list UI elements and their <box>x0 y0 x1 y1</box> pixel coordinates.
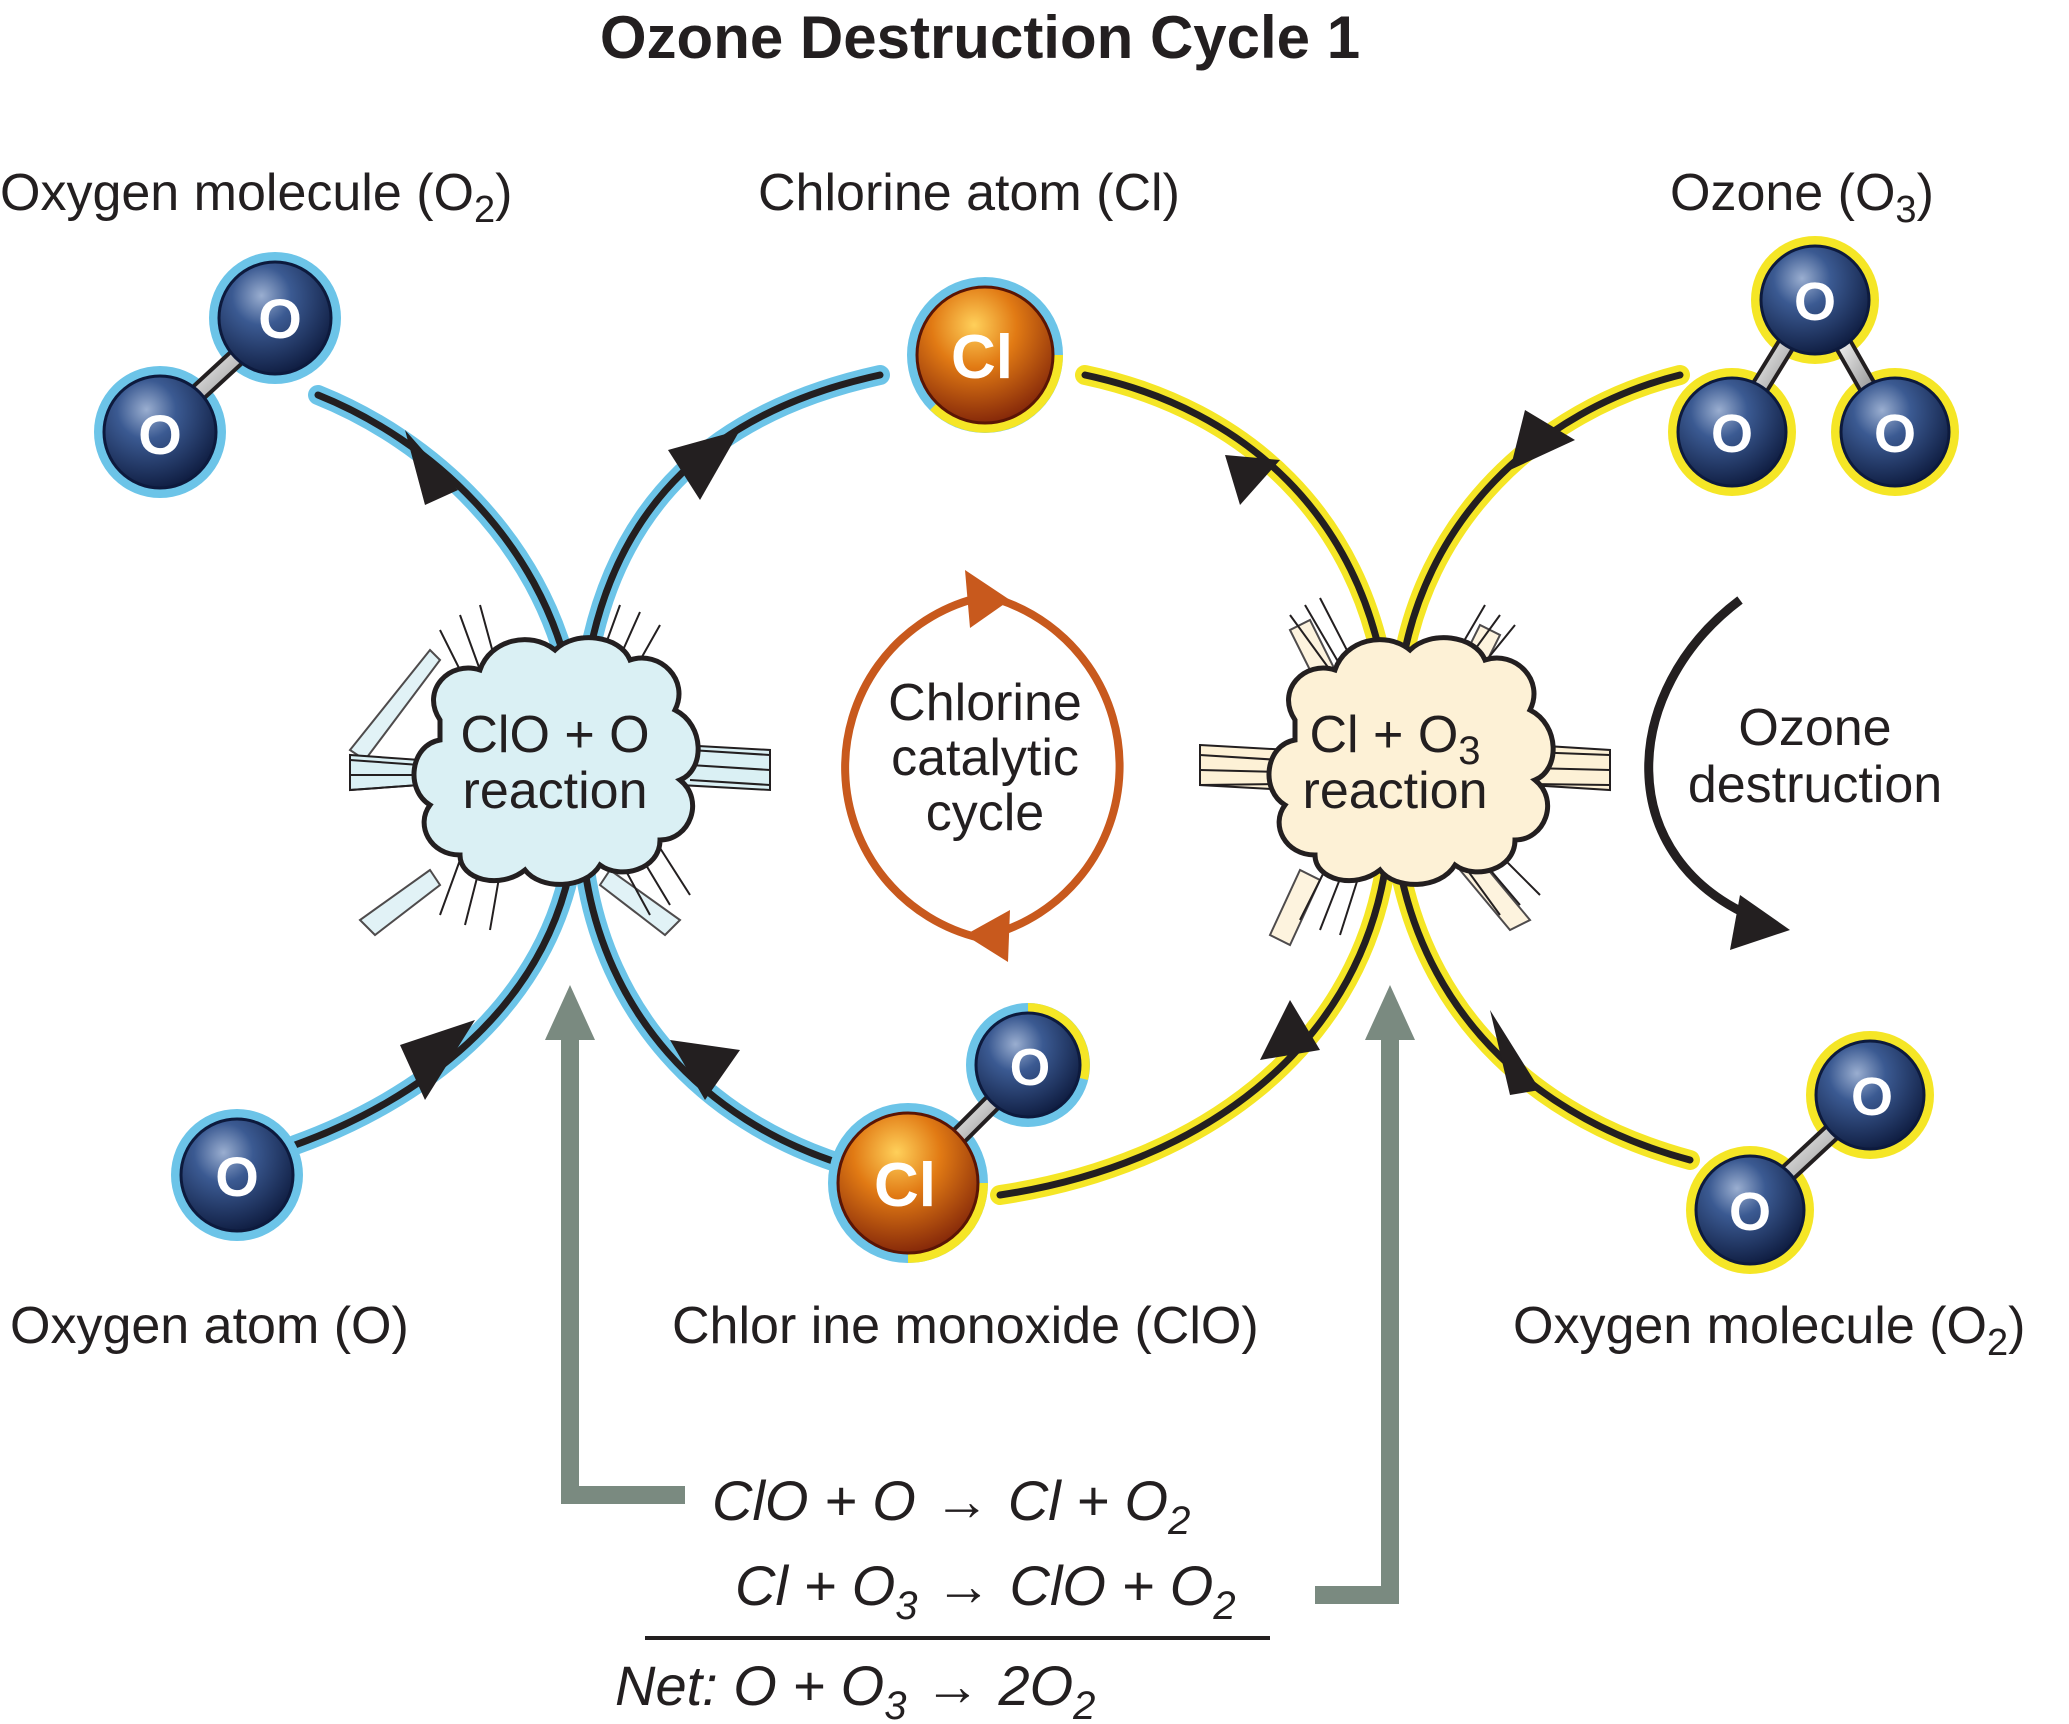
molecule-chlorine-monoxide: O Cl <box>828 1003 1090 1263</box>
cycle-line3: cycle <box>926 784 1044 842</box>
atom-chlorine-top: Cl <box>907 277 1063 433</box>
label-ozone: Ozone (O3) <box>1670 164 1934 231</box>
arrowhead-to-cl-top <box>668 430 740 500</box>
label-chlorine-atom: Chlorine atom (Cl) <box>758 164 1180 222</box>
ozone-destruction-line2: destruction <box>1688 756 1942 814</box>
label-oxygen-atom: Oxygen atom (O) <box>10 1297 409 1355</box>
atom-label-o: O <box>1729 1182 1771 1242</box>
molecule-ozone: O O O <box>1668 236 1959 496</box>
atom-label-o: O <box>1010 1039 1050 1097</box>
atom-label-o: O <box>1711 404 1753 464</box>
atom-oxygen-bottom-left: O <box>171 1109 303 1241</box>
arrowhead-from-clo <box>670 1040 740 1100</box>
diagram-title: Ozone Destruction Cycle 1 <box>600 4 1360 71</box>
arrowhead-right-to-o2 <box>1490 1010 1540 1095</box>
label-oxygen-molecule-top: Oxygen molecule (O2) <box>0 164 512 231</box>
label-oxygen-molecule-bottom: Oxygen molecule (O2) <box>1513 1297 2025 1364</box>
gray-feedback-arrows <box>561 1030 1399 1604</box>
atom-label-o: O <box>215 1145 259 1208</box>
cycle-line1: Chlorine <box>888 674 1082 732</box>
arrowhead-o3-to-right <box>1510 410 1575 470</box>
yellow-paths <box>990 365 1700 1205</box>
equation-2: Cl + O3→ClO + O2 <box>735 1554 1236 1628</box>
cycle-arrow-top <box>965 570 1010 628</box>
arrowhead-from-o <box>400 1020 475 1100</box>
gray-arrow-right <box>1315 1030 1399 1604</box>
atom-label-cl: Cl <box>874 1151 936 1220</box>
molecule-oxygen-top-left: O O <box>94 252 341 498</box>
atom-label-o: O <box>258 287 302 350</box>
arrowhead-to-o2-top <box>405 430 458 505</box>
gray-arrowhead-left <box>545 985 595 1040</box>
blue-paths <box>285 365 890 1175</box>
left-reaction-line1: ClO + O <box>460 706 649 764</box>
arrowhead-right-to-clo <box>1260 1000 1320 1060</box>
label-chlorine-monoxide: Chlor ine monoxide (ClO) <box>672 1297 1259 1355</box>
equation-1: ClO + O→Cl + O2 <box>712 1469 1190 1543</box>
atom-label-o: O <box>138 403 182 466</box>
atom-label-o: O <box>1874 404 1916 464</box>
path-arrowheads <box>400 410 1575 1100</box>
gray-arrow-left <box>561 1030 685 1504</box>
atom-label-o: O <box>1794 272 1836 332</box>
atom-label-cl: Cl <box>951 323 1013 392</box>
ozone-destruction-line1: Ozone <box>1738 699 1891 757</box>
equation-net: Net: O + O3→2O2 <box>615 1654 1095 1724</box>
cycle-arrow-bottom <box>965 910 1010 962</box>
chlorine-catalytic-cycle: Chlorine catalytic cycle <box>841 570 1124 962</box>
ozone-destruction-arrow: Ozone destruction <box>1644 596 1942 950</box>
cycle-line2: catalytic <box>891 729 1079 787</box>
molecule-oxygen-bottom-right: O O <box>1686 1031 1934 1274</box>
right-reaction-cloud: Cl + O3 reaction <box>1266 635 1556 887</box>
gray-arrowhead-right <box>1365 985 1415 1040</box>
right-reaction-line1: Cl + O3 <box>1309 706 1480 773</box>
right-reaction-line2: reaction <box>1303 762 1488 820</box>
left-reaction-line2: reaction <box>463 762 648 820</box>
arrowhead-cl-to-right <box>1225 455 1280 505</box>
left-reaction-cloud: ClO + O reaction <box>411 635 701 887</box>
atom-label-o: O <box>1851 1067 1893 1127</box>
